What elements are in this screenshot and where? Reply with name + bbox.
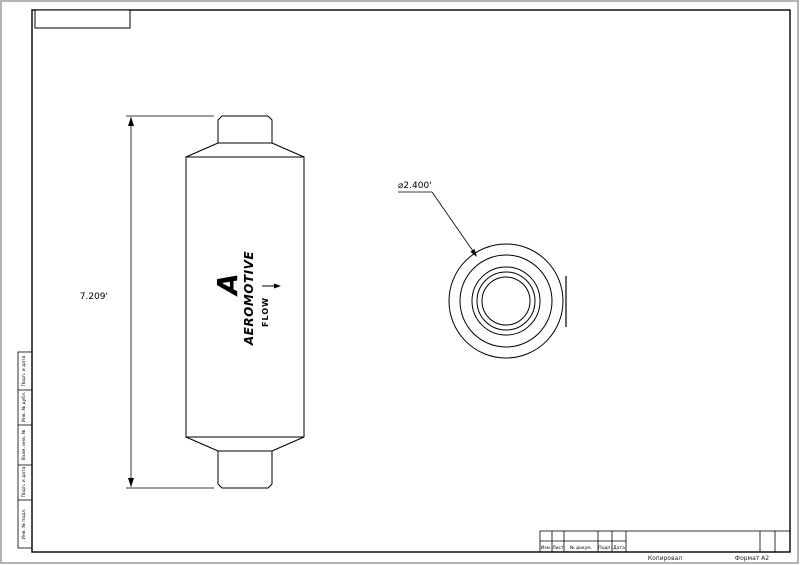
dimension-arrow-top <box>128 117 134 126</box>
left-gost-strip-labels: Подп. и дата Инв. № дубл. Взам. инв. № П… <box>21 355 27 539</box>
title-block-cell-label: Лист <box>552 545 564 551</box>
title-block-outline <box>539 530 791 553</box>
title-block-cell-label: Изм. <box>541 545 552 551</box>
dimension-arrow-bottom <box>128 478 134 487</box>
title-block-cell-label: Подп. <box>598 545 612 551</box>
end-view-outer-circle <box>448 243 564 359</box>
left-strip-outline <box>17 351 33 549</box>
side-view <box>185 115 305 489</box>
left-strip-label: Взам. инв. № <box>21 429 27 460</box>
format-label: Формат А2 <box>735 555 769 562</box>
leader-arrowhead <box>470 249 477 257</box>
vertical-dimension-label: 7.209' <box>80 292 108 302</box>
flow-direction-arrow <box>262 283 281 289</box>
brand-logo-group: A AEROMOTIVE FLOW <box>211 251 281 347</box>
brand-logo-text: AEROMOTIVE <box>242 251 256 347</box>
left-gost-strip <box>17 351 33 549</box>
flow-label: FLOW <box>261 297 270 327</box>
left-strip-label: Подп. и дата <box>21 355 27 386</box>
title-block <box>539 530 791 553</box>
leader-line <box>431 191 476 255</box>
title-block-cell-label: Дата <box>613 545 625 551</box>
left-strip-label: Инв. № подл. <box>21 508 27 539</box>
filter-body-outline <box>185 115 305 489</box>
title-block-labels: Изм. Лист № докум. Подп. Дата <box>541 545 625 551</box>
end-view-port-circle <box>481 276 531 326</box>
end-view-ring-circle <box>459 254 553 348</box>
diameter-leader <box>398 191 477 257</box>
end-view-inner-circle <box>476 271 536 331</box>
copied-by-label: Копировал <box>648 555 682 562</box>
left-strip-label: Инв. № дубл. <box>21 392 27 423</box>
drawing-frame <box>31 9 791 553</box>
end-view <box>448 243 567 359</box>
title-block-cell-label: № докум. <box>570 545 592 551</box>
diameter-dimension-label: ⌀2.400' <box>398 181 432 191</box>
brand-logo-mark: A <box>211 273 244 297</box>
left-strip-label: Подп. и дата <box>21 466 27 497</box>
top-left-stamp-box <box>34 9 131 29</box>
vertical-dimension <box>126 115 214 489</box>
end-view-bore-circle <box>471 266 541 336</box>
